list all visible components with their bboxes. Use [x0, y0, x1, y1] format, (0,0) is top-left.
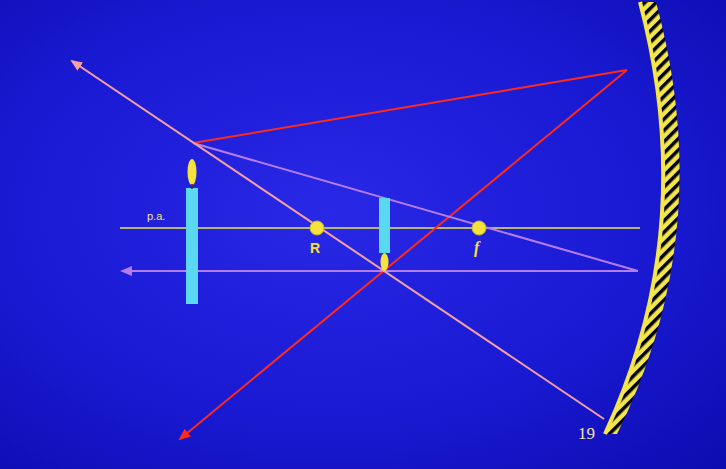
center-of-curvature-point [310, 221, 324, 235]
object-wick [191, 184, 193, 189]
parallel-reflected-ray [122, 270, 638, 272]
object-candle [186, 188, 198, 304]
concave-mirror [605, 2, 663, 434]
point-label: f [474, 239, 479, 257]
reflected-ray [180, 70, 627, 439]
image-flame [381, 253, 389, 271]
center-ray [72, 61, 604, 419]
incident-ray [193, 70, 627, 143]
focal-point [472, 221, 486, 235]
mirror-back-hatching [605, 2, 680, 434]
slide-number: 19 [578, 424, 595, 444]
focal-ray [193, 143, 638, 271]
axis-label: p.a. [147, 210, 165, 222]
image-candle [379, 198, 390, 253]
object-flame [188, 159, 197, 185]
point-label: R [310, 240, 320, 256]
